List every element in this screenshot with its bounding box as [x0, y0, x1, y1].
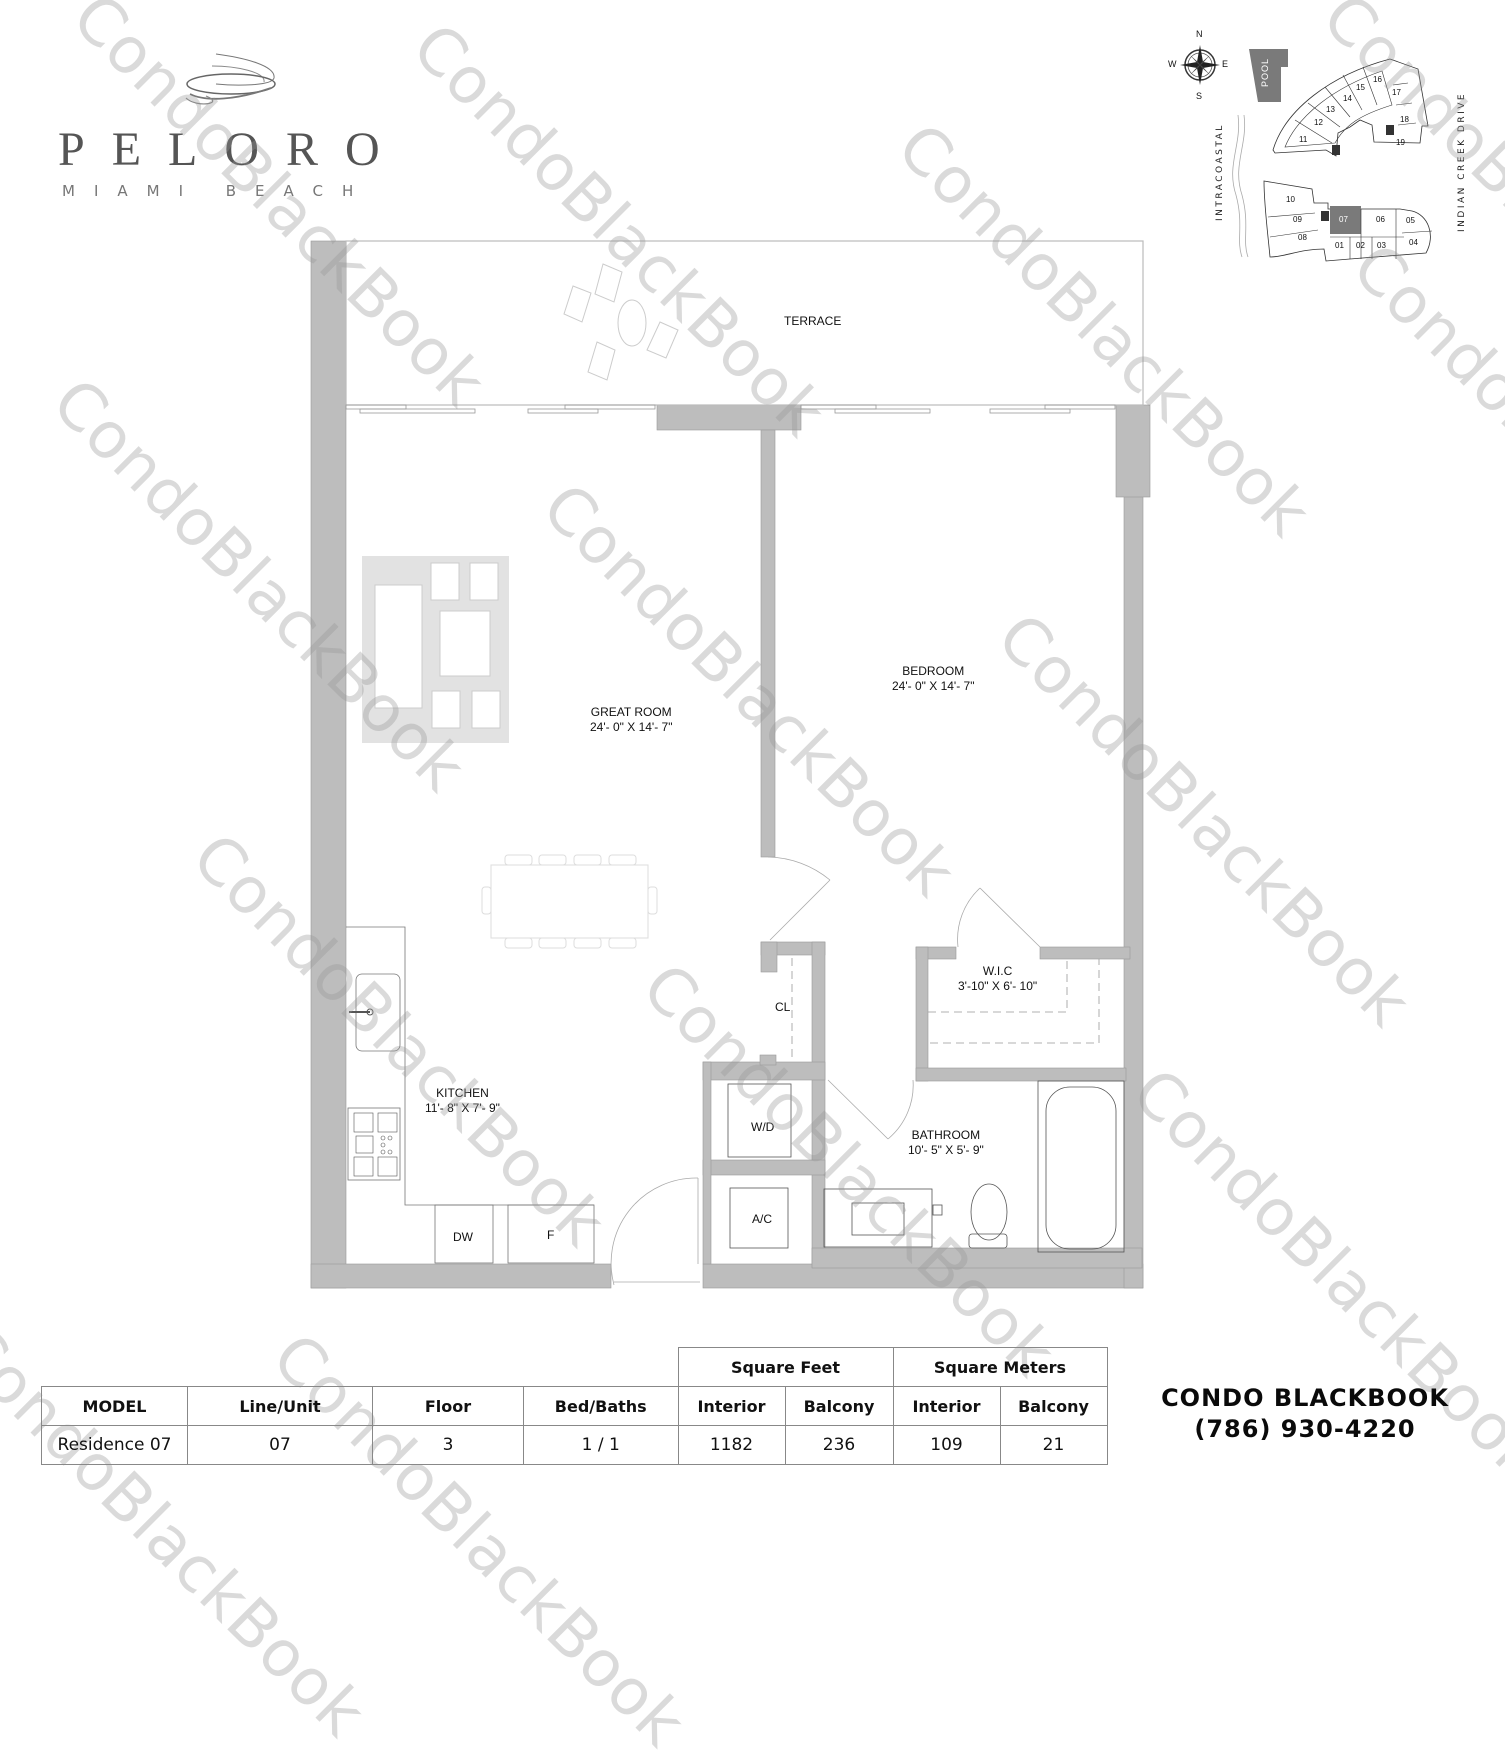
unit-19: 19: [1396, 138, 1405, 147]
site-plan-diagram: [1232, 49, 1433, 262]
col-floor: Floor: [372, 1386, 524, 1426]
col-line-unit: Line/Unit: [187, 1386, 373, 1426]
brand-part2: BLACKBOOK: [1273, 1384, 1449, 1412]
unit-01: 01: [1335, 241, 1344, 250]
unit-07-highlighted: 07: [1339, 215, 1348, 224]
swirl-logo-icon: [185, 53, 276, 105]
cell-line-unit: 07: [187, 1425, 373, 1465]
fridge-label: F: [547, 1228, 555, 1242]
appliance-dishwasher: DW: [453, 1230, 473, 1245]
unit-02: 02: [1356, 241, 1365, 250]
group-header-sqft: Square Feet: [677, 1347, 894, 1387]
cell-sqm-balcony: 21: [999, 1425, 1108, 1465]
bathroom-name: BATHROOM: [911, 1128, 981, 1142]
room-kitchen: KITCHEN 11'- 8" X 7'- 9": [425, 1086, 500, 1116]
contact-brand: CONDO BLACKBOOK (786) 930-4220: [1140, 1383, 1470, 1445]
floor-plan-drawing: [310, 240, 1151, 1289]
contact-brand-name: CONDO BLACKBOOK: [1140, 1383, 1470, 1414]
bathroom-dims: 10'- 5" X 5'- 9": [908, 1143, 984, 1157]
brand-logo: PELORO MIAMI BEACH: [0, 0, 420, 210]
unit-09: 09: [1293, 215, 1302, 224]
col-model: MODEL: [41, 1386, 188, 1426]
brand-name: PELORO: [58, 123, 407, 176]
compass-n: N: [1196, 29, 1203, 39]
compass-w: W: [1168, 59, 1177, 69]
cell-model: Residence 07: [41, 1425, 188, 1465]
unit-03: 03: [1377, 241, 1386, 250]
unit-17: 17: [1392, 88, 1401, 97]
kitchen-dims: 11'- 8" X 7'- 9": [425, 1101, 500, 1115]
great-room-dims: 24'- 0" X 14'- 7": [590, 720, 673, 734]
laundry-name: W/D: [751, 1120, 775, 1134]
cell-floor: 3: [372, 1425, 524, 1465]
key-plan: N S W E POOL INTRACOASTAL INDIA: [1160, 25, 1480, 265]
brand-subtitle: MIAMI BEACH: [62, 182, 373, 200]
unit-16: 16: [1373, 75, 1382, 84]
terrace-name: TERRACE: [784, 314, 842, 328]
col-sqm-balcony: Balcony: [999, 1386, 1108, 1426]
wic-name: W.I.C: [982, 964, 1013, 978]
unit-18: 18: [1400, 115, 1409, 124]
cell-sqft-balcony: 236: [784, 1425, 894, 1465]
cell-sqm-interior: 109: [892, 1425, 1001, 1465]
floor-plan: TERRACE GREAT ROOM 24'- 0" X 14'- 7" BED…: [310, 240, 1151, 1289]
closet-name: CL: [775, 1000, 791, 1014]
contact-phone[interactable]: (786) 930-4220: [1194, 1415, 1416, 1443]
col-bed-baths: Bed/Baths: [523, 1386, 679, 1426]
unit-11: 11: [1299, 135, 1308, 144]
ac-name: A/C: [752, 1212, 773, 1226]
unit-06: 06: [1376, 215, 1385, 224]
brand-part1: CONDO: [1161, 1384, 1265, 1412]
group-header-sqm: Square Meters: [892, 1347, 1108, 1387]
unit-05: 05: [1406, 216, 1415, 225]
unit-08: 08: [1298, 233, 1307, 242]
cell-sqft-interior: 1182: [677, 1425, 786, 1465]
col-sqft-balcony: Balcony: [784, 1386, 894, 1426]
cell-bed-baths: 1 / 1: [523, 1425, 679, 1465]
dishwasher-label: DW: [453, 1230, 473, 1244]
compass-rose-icon: [1180, 45, 1220, 85]
unit-spec-table: Square Feet Square Meters MODEL Line/Uni…: [41, 1347, 1108, 1465]
room-ac: A/C: [752, 1212, 772, 1227]
unit-13: 13: [1326, 105, 1335, 114]
col-sqft-interior: Interior: [677, 1386, 786, 1426]
unit-15: 15: [1356, 83, 1365, 92]
col-sqm-interior: Interior: [892, 1386, 1001, 1426]
bedroom-name: BEDROOM: [902, 664, 965, 678]
wic-dims: 3'-10" X 6'- 10": [958, 979, 1038, 993]
room-terrace: TERRACE: [784, 314, 841, 329]
unit-04: 04: [1409, 238, 1418, 247]
unit-14: 14: [1343, 94, 1352, 103]
appliance-fridge: F: [547, 1228, 554, 1243]
room-wic: W.I.C 3'-10" X 6'- 10": [958, 964, 1037, 994]
bedroom-dims: 24'- 0" X 14'- 7": [892, 679, 975, 693]
table-row: Residence 07 07 3 1 / 1 1182 236 109 21: [41, 1425, 1108, 1465]
unit-10: 10: [1286, 195, 1295, 204]
kitchen-name: KITCHEN: [436, 1086, 489, 1100]
compass-s: S: [1196, 91, 1203, 101]
compass-e: E: [1222, 59, 1229, 69]
room-great-room: GREAT ROOM 24'- 0" X 14'- 7": [590, 705, 672, 735]
great-room-name: GREAT ROOM: [590, 705, 672, 719]
table-header-row: MODEL Line/Unit Floor Bed/Baths Interior…: [41, 1386, 1108, 1426]
unit-12: 12: [1314, 118, 1323, 127]
room-bedroom: BEDROOM 24'- 0" X 14'- 7": [892, 664, 974, 694]
room-closet: CL: [775, 1000, 790, 1015]
room-bathroom: BATHROOM 10'- 5" X 5'- 9": [908, 1128, 984, 1158]
room-laundry: W/D: [751, 1120, 774, 1135]
